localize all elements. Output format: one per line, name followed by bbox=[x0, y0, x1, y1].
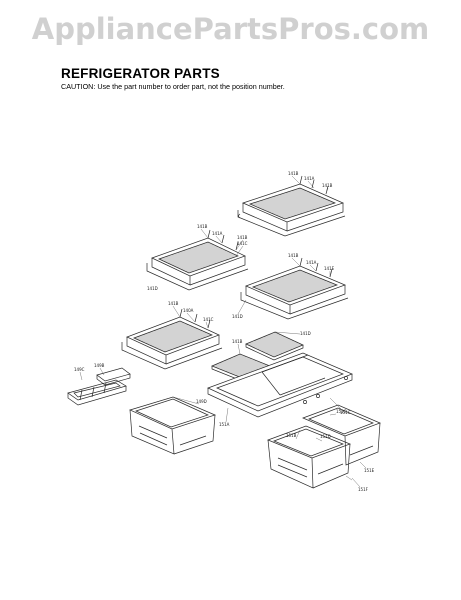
callout-label: 141D bbox=[232, 314, 243, 319]
callout-label: 141E bbox=[324, 266, 335, 271]
callout-label: 151C bbox=[336, 409, 347, 414]
callout-label: 149B bbox=[94, 363, 105, 368]
callout-label: 151F bbox=[358, 487, 369, 492]
glass-panel-right bbox=[245, 331, 304, 361]
callout-label: 141A bbox=[306, 260, 317, 265]
glass-shelf-3 bbox=[240, 257, 349, 320]
callout-label: 141C bbox=[203, 317, 214, 322]
callout-label: 141B bbox=[288, 253, 299, 258]
callout-label: 141D bbox=[147, 286, 158, 291]
callout-label: 149C bbox=[74, 367, 85, 372]
left-drawer bbox=[129, 396, 216, 455]
watermark-logo: AppliancePartsPros.com bbox=[31, 12, 430, 46]
glass-shelf-4 bbox=[121, 308, 223, 370]
right-drawer-front bbox=[267, 425, 351, 489]
callout-label: 141D bbox=[300, 331, 311, 336]
callout-label: 151E bbox=[364, 468, 375, 473]
callout-label: 151A bbox=[219, 422, 230, 427]
crisper-cover-frame bbox=[207, 352, 353, 418]
callout-label: 141C bbox=[237, 241, 248, 246]
right-drawer-back bbox=[302, 404, 381, 466]
callout-label: 151C bbox=[340, 410, 351, 415]
small-tray bbox=[67, 379, 127, 406]
page-title: REFRIGERATOR PARTS bbox=[61, 66, 220, 81]
callout-label: 149D bbox=[196, 399, 207, 404]
callout-label: 151D bbox=[320, 434, 331, 439]
callout-label: 141B bbox=[232, 339, 243, 344]
callout-label: 151B bbox=[286, 433, 297, 438]
callout-label: 141B bbox=[168, 301, 179, 306]
caution-note: CAUTION: Use the part number to order pa… bbox=[61, 82, 285, 91]
callout-label: 141A bbox=[212, 231, 223, 236]
callout-label: 141B bbox=[288, 171, 299, 176]
glass-shelf-2 bbox=[146, 229, 249, 291]
callout-label: 141B bbox=[237, 235, 248, 240]
glass-shelf-1 bbox=[237, 175, 346, 237]
mounting-bracket bbox=[96, 367, 131, 386]
callout-label: 141A bbox=[304, 176, 315, 181]
callout-label: 141B bbox=[322, 183, 333, 188]
callout-label: 141B bbox=[197, 224, 208, 229]
callout-label: 140A bbox=[183, 308, 194, 313]
